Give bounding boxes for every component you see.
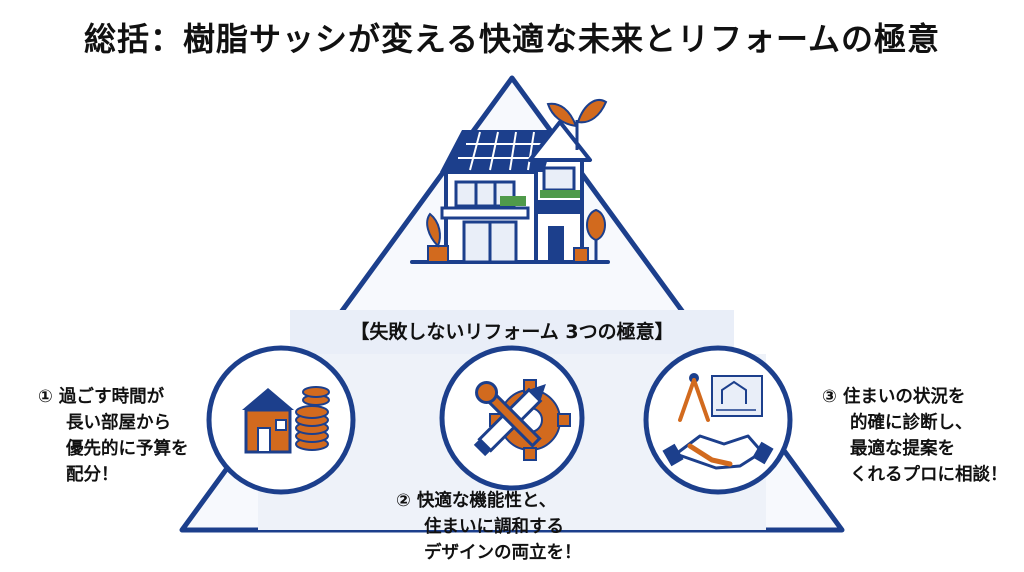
pencil-wrench-gear-icon (473, 379, 571, 461)
tip-1-line: ① 過ごす時間が (38, 387, 165, 407)
tip-3-line: 最適な提案を (850, 439, 955, 459)
tip-1-text: ① 過ごす時間が 長い部屋から 優先的に予算を 配分！ (38, 384, 189, 488)
tip-2-text: ② 快適な機能性と、 住まいに調和する デザインの両立を！ (396, 488, 582, 566)
tip-2-line: 住まいに調和する (424, 517, 564, 537)
tip-3-line: ③ 住まいの状況を (822, 387, 966, 407)
page-title: 総括：樹脂サッシが変える快適な未来とリフォームの極意 (83, 20, 941, 58)
tip2-icon-circle (439, 345, 585, 491)
house-coins-icon (242, 386, 330, 454)
tip-2-line: ② 快適な機能性と、 (396, 491, 557, 511)
eco-house-solar-icon (410, 99, 610, 264)
tip-1-line: 配分！ (66, 465, 119, 485)
tip-1-line: 優先的に予算を (66, 439, 189, 459)
tip1-icon-circle (206, 345, 356, 495)
tip-2-line: デザインの両立を！ (424, 543, 582, 563)
blueprint-handshake-icon (662, 373, 774, 470)
tip-3-line: くれるプロに相談！ (850, 465, 1008, 485)
tips-heading: 【失敗しないリフォーム 3つの極意】 (350, 321, 674, 343)
tip-3-text: ③ 住まいの状況を 的確に診断し、 最適な提案を くれるプロに相談！ (822, 384, 1008, 488)
tip-3-line: 的確に診断し、 (850, 413, 973, 433)
tip-1-line: 長い部屋から (66, 413, 171, 433)
tip3-icon-circle (643, 345, 793, 495)
